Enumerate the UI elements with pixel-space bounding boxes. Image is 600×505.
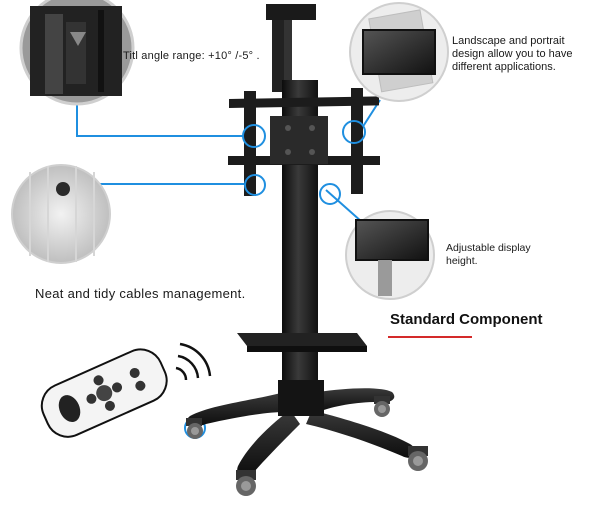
adjustable-height-label: Adjustable display height. bbox=[446, 242, 566, 268]
remote-control-icon bbox=[40, 348, 168, 438]
landscape-line-3: different applications. bbox=[452, 61, 556, 73]
standard-component-title: Standard Component bbox=[390, 311, 543, 328]
cable-management-label: Neat and tidy cables management. bbox=[35, 286, 246, 301]
caster-front-left bbox=[236, 470, 256, 496]
landscape-portrait-label: Landscape and portrait design allow you … bbox=[452, 35, 597, 74]
landscape-line-1: Landscape and portrait bbox=[452, 35, 565, 47]
height-line-2: height. bbox=[446, 255, 478, 267]
equipment-shelf bbox=[237, 333, 367, 352]
casters bbox=[186, 396, 428, 496]
landscape-line-2: design allow you to have bbox=[452, 48, 573, 60]
tilt-range-label: Titl angle range: +10° /-5° . bbox=[123, 50, 260, 62]
vesa-bracket bbox=[228, 88, 380, 196]
caster-back-right bbox=[374, 396, 390, 417]
height-line-1: Adjustable display bbox=[446, 242, 531, 254]
height-callout-line bbox=[325, 189, 363, 223]
cable-detail-circle bbox=[11, 164, 111, 264]
title-underline bbox=[388, 336, 472, 338]
height-detail-circle bbox=[345, 210, 435, 300]
top-pole bbox=[266, 4, 316, 92]
callout-lines bbox=[76, 60, 381, 223]
caster-front-right bbox=[408, 446, 428, 471]
rotation-detail-circle bbox=[349, 2, 449, 102]
tilt-detail-circle bbox=[19, 0, 135, 106]
wireless-signal-icon bbox=[175, 342, 212, 381]
stand-base bbox=[186, 380, 416, 477]
caster-back-left bbox=[186, 418, 203, 439]
